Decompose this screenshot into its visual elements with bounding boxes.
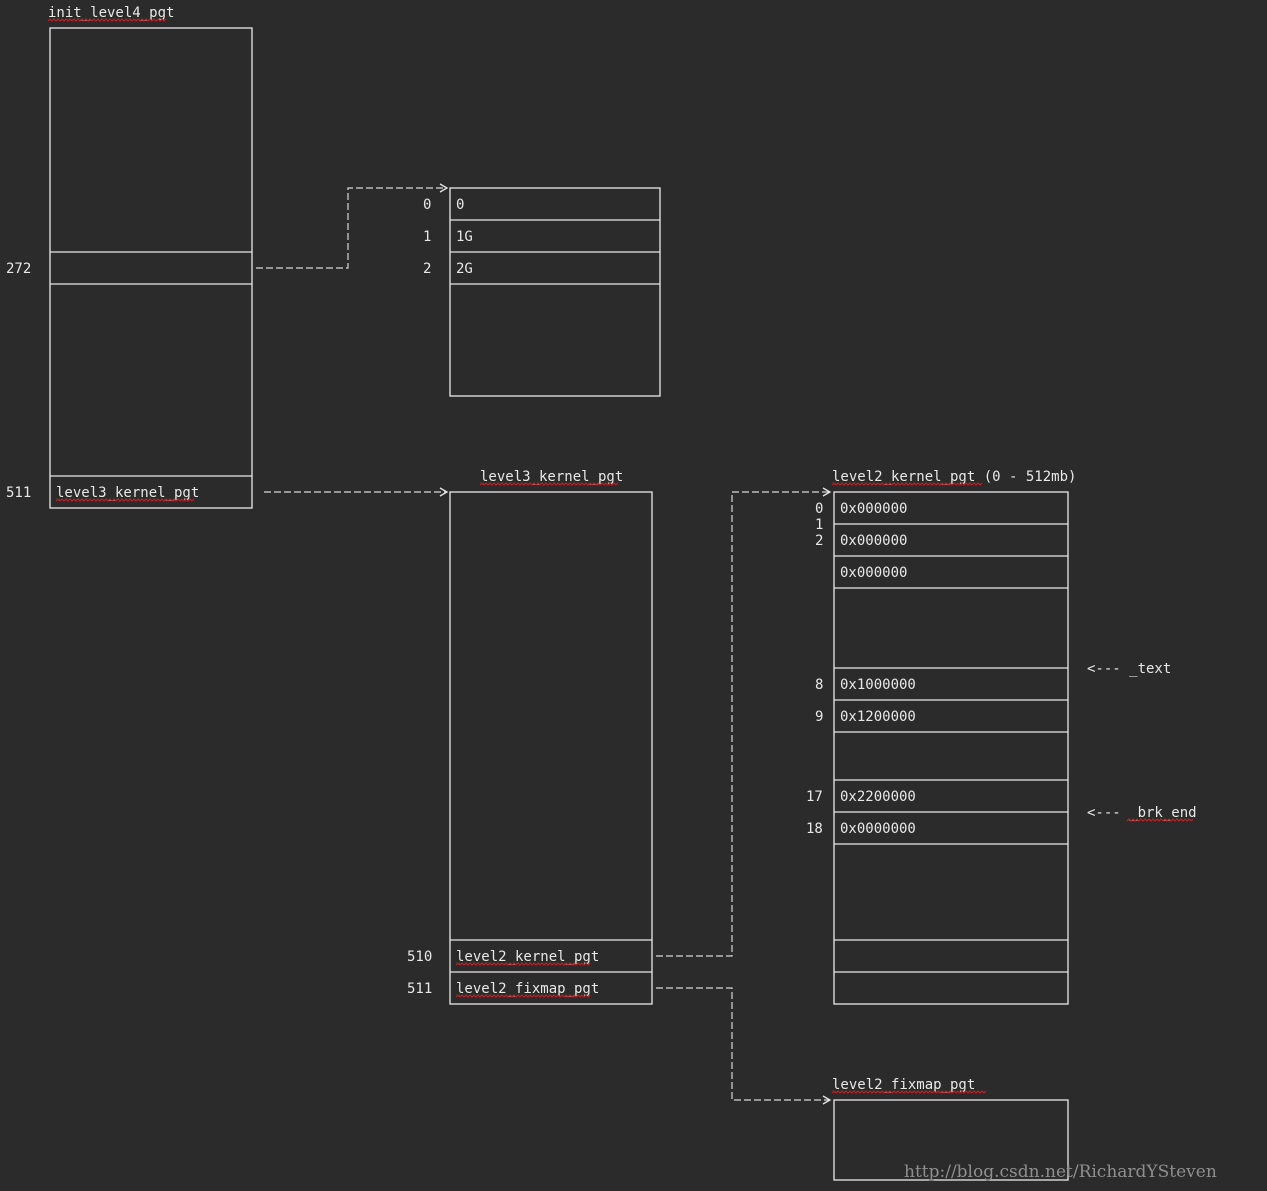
arrow-head — [439, 183, 449, 193]
entry-value: level3_kernel_pgt — [56, 485, 199, 501]
entry-value: 0 — [456, 197, 464, 213]
entry-value: 1G — [456, 229, 473, 245]
spellcheck-underline — [1126, 818, 1194, 822]
entry-index: 1 — [815, 517, 823, 533]
entry-value: level2_fixmap_pgt — [456, 981, 599, 997]
text-marker: <--- _text — [1087, 661, 1171, 677]
level2-kernel-pgt-box — [833, 491, 1069, 1005]
level3-kernel-pgt-table: level3_kernel_pgt 510 level2_kernel_pgt … — [407, 469, 653, 1005]
level2-kernel-pgt-table: level2_kernel_pgt (0 - 512mb) 0 0x000000… — [806, 469, 1076, 1005]
entry-index: 17 — [806, 789, 823, 805]
entry-value: 2G — [456, 261, 473, 277]
entry-value: 0x000000 — [840, 533, 907, 549]
entry-index: 9 — [815, 709, 823, 725]
entry-value: 0x000000 — [840, 501, 907, 517]
spellcheck-underline — [55, 498, 195, 502]
level3-upper-table: 0 0 1 1G 2 2G — [423, 187, 661, 397]
connector-272 — [256, 187, 446, 269]
level2-fixmap-pgt-title: level2_fixmap_pgt — [832, 1077, 975, 1093]
spellcheck-underline — [455, 962, 591, 966]
upper-table-box — [449, 187, 661, 397]
entry-value: level2_kernel_pgt — [456, 949, 599, 965]
level2-fixmap-pgt-table: level2_fixmap_pgt — [831, 1077, 1069, 1181]
entry-value: 0x1200000 — [840, 709, 916, 725]
spellcheck-underline — [831, 482, 983, 486]
entry-index: 0 — [815, 501, 823, 517]
brk-end-marker: <--- _brk_end — [1087, 805, 1197, 821]
spellcheck-underline — [479, 482, 619, 486]
entry-value: 0x1000000 — [840, 677, 916, 693]
connector-510 — [656, 491, 829, 957]
spellcheck-underline — [455, 994, 591, 998]
entry-index: 272 — [6, 261, 31, 277]
level2-kernel-pgt-title: level2_kernel_pgt (0 - 512mb) — [832, 469, 1076, 485]
init-level4-pgt-table: init_level4_pgt 272 511 level3_kernel_pg… — [6, 5, 253, 509]
init-level4-pgt-title: init_level4_pgt — [48, 5, 174, 21]
level3-kernel-pgt-title: level3_kernel_pgt — [480, 469, 623, 485]
entry-value: 0x000000 — [840, 565, 907, 581]
spellcheck-underline — [47, 18, 167, 22]
spellcheck-underline — [831, 1090, 987, 1094]
entry-index: 18 — [806, 821, 823, 837]
entry-index: 511 — [6, 485, 31, 501]
arrow-head — [822, 1095, 832, 1105]
connectors — [256, 183, 832, 1105]
arrow-head — [822, 487, 832, 497]
entry-index: 1 — [423, 229, 431, 245]
entry-index: 2 — [815, 533, 823, 549]
level2-fixmap-pgt-box — [833, 1099, 1069, 1181]
entry-index: 510 — [407, 949, 432, 965]
init-level4-pgt-box — [49, 27, 253, 509]
connector-fixmap — [656, 987, 829, 1101]
arrow-head — [439, 487, 449, 497]
watermark: http://blog.csdn.net/RichardYSteven — [904, 1162, 1217, 1182]
entry-value: 0x0000000 — [840, 821, 916, 837]
entry-index: 511 — [407, 981, 432, 997]
entry-index: 2 — [423, 261, 431, 277]
entry-index: 0 — [423, 197, 431, 213]
level3-kernel-pgt-box — [449, 491, 653, 1005]
entry-index: 8 — [815, 677, 823, 693]
entry-value: 0x2200000 — [840, 789, 916, 805]
